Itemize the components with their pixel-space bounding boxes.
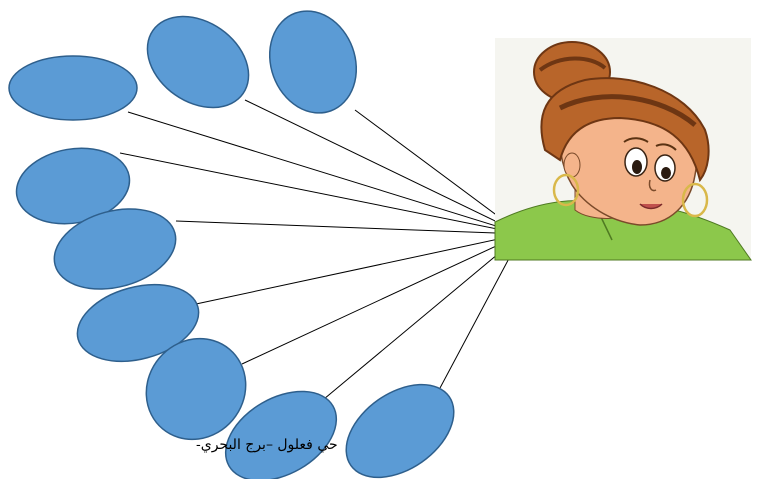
bubble-3 [9,56,137,120]
connector-line-4 [120,153,522,234]
central-illustration [495,38,751,260]
connector-line-1 [245,100,522,234]
caption-location: حي فعلول –برج البحري- [196,437,338,453]
ear [564,153,580,177]
pupil-right [661,167,671,179]
connector-line-6 [196,234,522,304]
connector-line-7 [242,234,522,364]
connector-line-8 [318,234,522,404]
connector-line-5 [176,221,522,234]
bubble-1 [130,0,266,126]
bubble-9 [329,365,471,479]
bubble-group [9,0,471,479]
connector-line-3 [128,112,522,234]
bubble-2 [256,0,371,125]
pupil-left [632,160,642,174]
